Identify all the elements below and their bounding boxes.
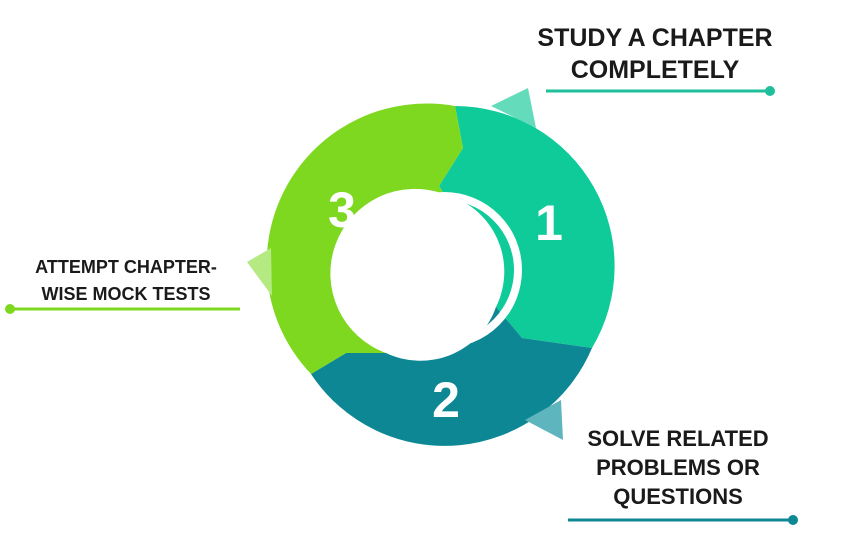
step-label-3: ATTEMPT CHAPTER- WISE MOCK TESTS: [16, 254, 236, 308]
step-label-1-line-2: COMPLETELY: [570, 56, 740, 84]
step-label-3-line-2: WISE MOCK TESTS: [41, 284, 211, 304]
step-label-2-line-2: PROBLEMS OR: [596, 455, 760, 480]
step-label-2-line-3: QUESTIONS: [613, 484, 743, 509]
ring-segment-3: [266, 103, 463, 374]
connector-dot-3: [5, 304, 15, 314]
step-number-3: 3: [328, 182, 356, 238]
arrow-triangle-2: [525, 400, 563, 440]
step-label-1: STUDY A CHAPTER COMPLETELY: [520, 22, 790, 86]
inner-ring: [366, 192, 522, 348]
step-number-1: 1: [535, 195, 563, 251]
step-label-2-line-1: SOLVE RELATED: [587, 426, 769, 451]
connector-dot-1: [765, 86, 775, 96]
step-label-1-line-1: STUDY A CHAPTER: [537, 24, 773, 52]
arrow-triangle-1: [491, 88, 536, 128]
arrow-triangle-3: [247, 248, 272, 296]
step-label-2: SOLVE RELATED PROBLEMS OR QUESTIONS: [572, 424, 784, 511]
ring-segment-1: [439, 106, 615, 348]
connector-dot-2: [788, 515, 798, 525]
step-label-3-line-1: ATTEMPT CHAPTER-: [35, 257, 217, 277]
ring-segment-2: [311, 307, 592, 446]
step-number-2: 2: [432, 372, 460, 428]
